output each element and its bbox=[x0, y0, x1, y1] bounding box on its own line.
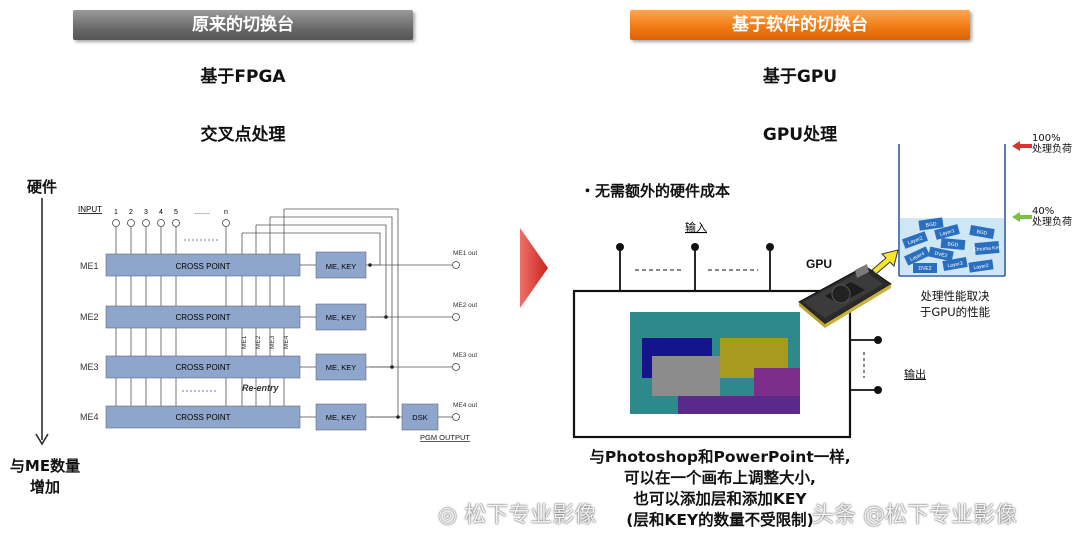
banner-software-switcher: 基于软件的切换台 bbox=[630, 10, 970, 40]
load-40-text: 处理负荷 bbox=[1032, 217, 1072, 228]
me-row-1: CROSS POINT ME1 ME, KEY ME1 out bbox=[80, 250, 477, 279]
axis-label-increase: 增加 bbox=[29, 478, 60, 496]
me-key-label: ME, KEY bbox=[326, 363, 356, 372]
me-row-label: ME4 bbox=[80, 412, 99, 422]
caption-line-1: 与Photoshop和PowerPoint一样, bbox=[589, 448, 851, 466]
left-based-on: 基于FPGA bbox=[200, 67, 286, 87]
caption-line-2: 可以在一个画布上调整大小, bbox=[624, 469, 816, 487]
gpu-card-icon bbox=[798, 264, 892, 328]
me-row-2: CROSS POINT ME2 ME, KEY ME2 out bbox=[80, 302, 477, 331]
input-number: 4 bbox=[159, 209, 163, 216]
pgm-output-label: PGM OUTPUT bbox=[420, 433, 470, 442]
me-key-label: ME, KEY bbox=[326, 413, 356, 422]
layer-tile-label: BGD bbox=[976, 229, 988, 237]
input-number: 3 bbox=[144, 209, 148, 216]
layer-gray bbox=[652, 356, 720, 396]
input-label-cn: 输入 bbox=[685, 220, 707, 234]
me-row-label: ME2 bbox=[80, 312, 99, 322]
processing-load-cup: BGD Layer1 BGD Layer2 BGD Chroma Key Lay… bbox=[898, 144, 1006, 277]
performance-line-1: 处理性能取决 bbox=[920, 289, 990, 303]
cross-point-label: CROSS POINT bbox=[175, 313, 230, 322]
layer-violet bbox=[678, 396, 800, 414]
transition-arrow-icon bbox=[520, 228, 548, 308]
left-processing: 交叉点处理 bbox=[200, 125, 286, 145]
reentry-label: ME2 bbox=[255, 335, 262, 349]
load-100: 100% 处理负荷 bbox=[1032, 133, 1072, 155]
cross-point-label: CROSS POINT bbox=[175, 262, 230, 271]
watermark-toutiao: 头条 @松下专业影像 bbox=[812, 503, 1017, 528]
gpu-label: GPU bbox=[806, 257, 833, 271]
watermark-weibo: ◎ 松下专业影像 bbox=[438, 497, 596, 529]
layer-tile-label: Layer2 bbox=[973, 263, 989, 271]
reentry-label: ME3 bbox=[269, 335, 276, 349]
me-key-label: ME, KEY bbox=[326, 313, 356, 322]
banner-conventional-switcher: 原来的切换台 bbox=[73, 10, 413, 40]
input-label: INPUT bbox=[78, 205, 102, 214]
cross-point-label: CROSS POINT bbox=[175, 363, 230, 372]
layer-tile-label: Layer4 bbox=[909, 251, 926, 263]
layer-tile-label: BGD bbox=[925, 221, 937, 229]
me-row-3: CROSS POINT ME3 ME, KEY ME3 out bbox=[80, 352, 477, 381]
reentry-text: Re-entry bbox=[242, 383, 280, 393]
input-number: 2 bbox=[129, 209, 133, 216]
load-40: 40% 处理负荷 bbox=[1032, 206, 1072, 228]
weibo-icon: ◎ bbox=[438, 503, 458, 528]
watermark-text-1: 松下专业影像 bbox=[464, 503, 597, 528]
layer-purple bbox=[754, 368, 800, 398]
caption-line-3: 也可以添加层和添加KEY bbox=[633, 490, 807, 508]
me-row-4: CROSS POINT ME4 ME, KEY DSK ME4 out bbox=[80, 402, 477, 431]
performance-note: 处理性能取决 于GPU的性能 bbox=[900, 288, 1010, 320]
input-number: 1 bbox=[114, 209, 118, 216]
me-out-label: ME3 out bbox=[453, 352, 477, 359]
me-out-label: ME2 out bbox=[453, 302, 477, 309]
load-100-pct: 100% bbox=[1032, 133, 1061, 144]
axis-label-me-count: 与ME数量 bbox=[9, 457, 81, 475]
caption-line-4: (层和KEY的数量不受限制) bbox=[626, 511, 814, 529]
yellow-arrow-icon bbox=[871, 249, 899, 274]
scale-down-arrow bbox=[35, 198, 49, 446]
load-100-text: 处理负荷 bbox=[1032, 144, 1072, 155]
reentry-label: ME4 bbox=[283, 335, 290, 349]
me-key-label: ME, KEY bbox=[326, 262, 356, 271]
reentry-label: ME1 bbox=[241, 335, 248, 349]
gpu-canvas-diagram: 输入 bbox=[572, 220, 882, 439]
green-arrow-icon bbox=[1012, 212, 1032, 222]
input-number: 5 bbox=[174, 209, 178, 216]
bullet-no-extra-hardware: ・无需额外的硬件成本 bbox=[580, 182, 731, 200]
layer-tile-label: DVE2 bbox=[918, 266, 931, 272]
layer-tile-label: BGD bbox=[947, 242, 959, 249]
me-out-label: ME1 out bbox=[453, 250, 477, 257]
input-dots: ........ bbox=[194, 209, 210, 216]
output-label-cn: 输出 bbox=[904, 368, 926, 381]
red-arrow-icon bbox=[1012, 141, 1032, 151]
caption: 与Photoshop和PowerPoint一样, 可以在一个画布上调整大小, 也… bbox=[560, 447, 880, 531]
layer-tile-label: Layer2 bbox=[907, 235, 924, 246]
right-based-on: 基于GPU bbox=[762, 67, 838, 87]
me-row-label: ME3 bbox=[80, 362, 99, 372]
hardware-label: 硬件 bbox=[27, 178, 58, 196]
layer-tile-label: Layer1 bbox=[939, 228, 956, 238]
cross-point-label: CROSS POINT bbox=[175, 413, 230, 422]
layer-tile-label: Layer3 bbox=[947, 261, 963, 270]
load-40-pct: 40% bbox=[1032, 206, 1055, 217]
input-number: n bbox=[224, 209, 228, 216]
crosspoint-diagram: INPUT 1 2 3 4 5 ........ n CROSS POINT M… bbox=[78, 205, 477, 442]
layer-tile-label: Chroma Key bbox=[973, 245, 1002, 253]
me-row-label: ME1 bbox=[80, 261, 99, 271]
layer-tile-label: DVE2 bbox=[934, 251, 948, 260]
dsk-label: DSK bbox=[412, 413, 427, 422]
right-processing: GPU处理 bbox=[762, 125, 838, 145]
performance-line-2: 于GPU的性能 bbox=[919, 305, 991, 319]
me-out-label: ME4 out bbox=[453, 402, 477, 409]
dsk-box bbox=[401, 403, 439, 431]
